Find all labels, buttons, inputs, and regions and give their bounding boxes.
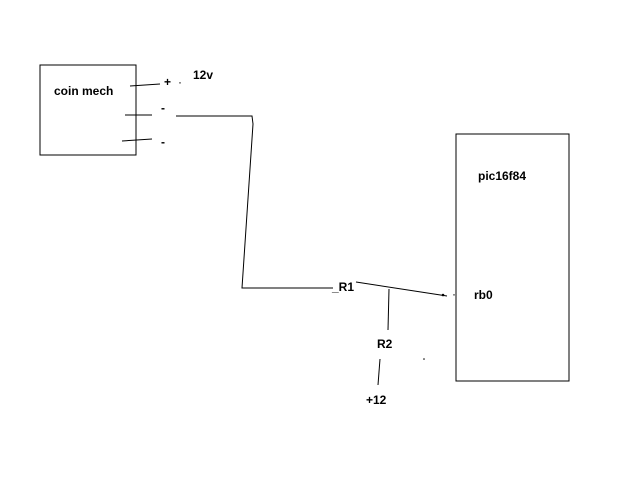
signal-wire [176,115,333,289]
r1-label: _R1 [331,280,354,294]
coin-mech-box [39,64,137,156]
r1-wire [355,281,448,297]
coin-mech-pin-plus-label: + [164,75,171,89]
coin-mech-label: coin mech [54,84,113,98]
coin-mech-pin-minus-2-label: - [161,135,165,149]
pic-label: pic16f84 [478,169,526,183]
r2-wire-top [387,288,390,331]
coin-mech-dot-1: · [178,75,182,89]
supply-12v-label: 12v [193,68,213,82]
stray-dot [423,358,425,360]
rb0-dot: · [452,287,456,301]
r2-wire-bottom [377,358,381,386]
r2-supply-label: +12 [366,393,387,407]
coin-mech-pin-plus [129,83,161,87]
rb0-junction [441,293,445,297]
r2-label: R2 [377,337,393,351]
rb0-label: rb0 [474,288,493,302]
coin-mech-pin-minus-1-label: - [161,101,165,115]
coin-mech-pin-minus-2 [121,138,153,142]
pic-box [455,133,570,382]
